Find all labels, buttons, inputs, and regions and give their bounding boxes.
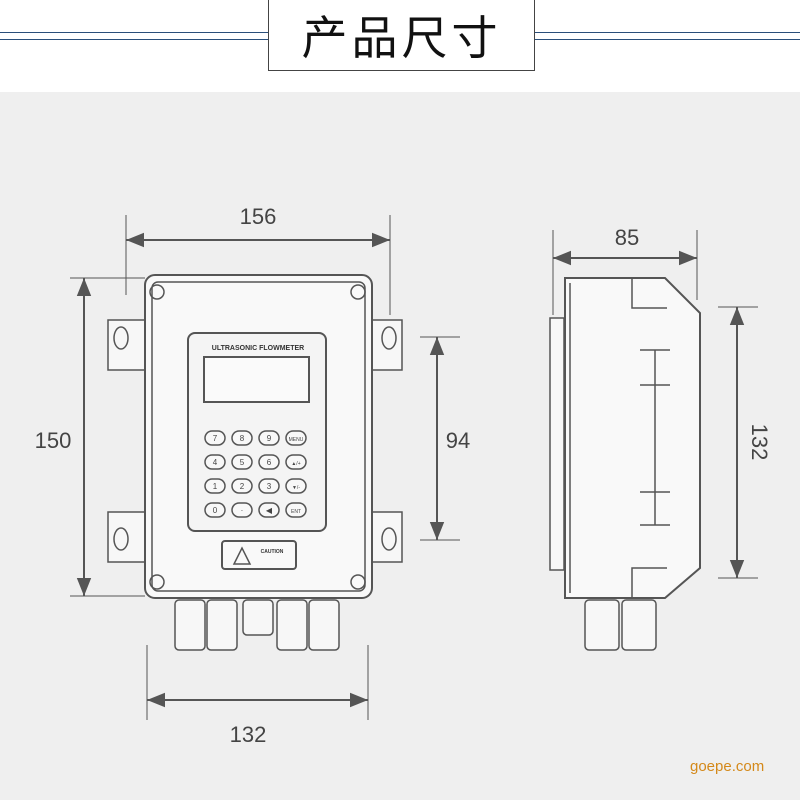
dim-side-height: 132 — [747, 424, 772, 461]
keypad-key — [258, 478, 280, 494]
keypad-key-label: 3 — [267, 482, 272, 491]
keypad-key — [231, 502, 253, 518]
keypad-key-label: 0 — [213, 506, 218, 515]
page-title: 产品尺寸 — [301, 11, 502, 65]
keypad-key — [204, 430, 226, 446]
keypad-key — [204, 478, 226, 494]
divider — [533, 39, 800, 40]
keypad-key-label: ▲/+ — [291, 461, 300, 467]
keypad-key-label: · — [241, 506, 244, 515]
keypad-key — [285, 454, 307, 470]
keypad-key — [258, 502, 280, 518]
device-label: ULTRASONIC FLOWMETER — [212, 345, 304, 352]
side-view — [549, 277, 701, 651]
keypad-key-label: 6 — [267, 458, 272, 467]
keypad-key — [258, 454, 280, 470]
dim-mount-spacing: 94 — [446, 428, 470, 453]
divider — [533, 32, 800, 33]
keypad-key-label: 8 — [240, 434, 245, 443]
dim-front-height: 150 — [35, 428, 72, 453]
divider — [0, 39, 268, 40]
dim-front-width: 156 — [240, 204, 277, 229]
keypad: 7 8 9 MENU 4 5 6 ▲/+ 1 2 3 ▼/- 0 · ◀ ENT — [204, 430, 307, 518]
divider — [0, 32, 268, 33]
front-view — [107, 274, 403, 651]
keypad-key-label: ◀ — [266, 506, 273, 515]
keypad-key-label: MENU — [289, 437, 304, 443]
caution-label: CAUTION — [261, 549, 284, 555]
keypad-key — [258, 430, 280, 446]
keypad-key — [204, 454, 226, 470]
header: 产品尺寸 — [0, 0, 800, 92]
cable-glands — [174, 599, 340, 651]
keypad-key — [285, 478, 307, 494]
keypad-key — [285, 430, 307, 446]
keypad-key-label: 9 — [267, 434, 272, 443]
keypad-key-label: ▼/- — [292, 485, 300, 491]
dim-bottom-width: 132 — [230, 722, 267, 747]
dim-side-depth: 85 — [615, 225, 639, 250]
watermark-brand: goepe.com — [690, 758, 765, 775]
keypad-key-label: 7 — [213, 434, 218, 443]
keypad-key — [231, 430, 253, 446]
keypad-key-label: ENT — [291, 509, 301, 515]
title-box: 产品尺寸 — [268, 0, 535, 71]
keypad-key — [231, 478, 253, 494]
keypad-key-label: 4 — [213, 458, 218, 467]
keypad-key — [285, 502, 307, 518]
keypad-key-label: 5 — [240, 458, 245, 467]
keypad-key — [231, 454, 253, 470]
keypad-key — [204, 502, 226, 518]
keypad-key-label: 2 — [240, 482, 245, 491]
keypad-key-label: 1 — [213, 482, 218, 491]
